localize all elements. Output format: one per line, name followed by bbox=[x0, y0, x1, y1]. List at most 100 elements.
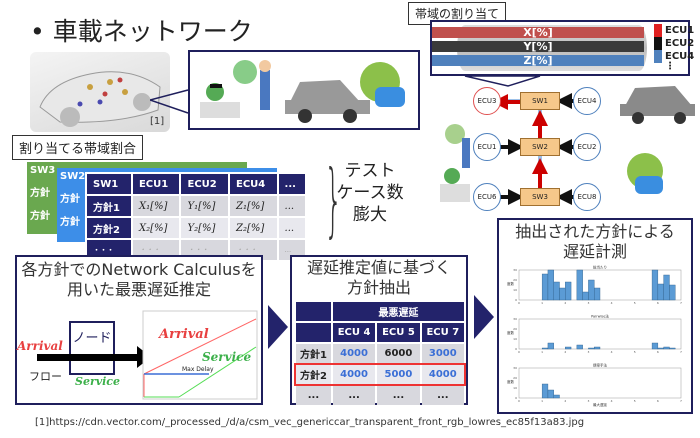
table-cell: 6000 bbox=[377, 344, 420, 363]
table-row: 方針2 X₂[%] Y₂[%] Z₂[%] ... bbox=[87, 218, 305, 238]
hist-bar bbox=[588, 279, 595, 301]
plot-service-label: Service bbox=[202, 350, 252, 364]
hist-bar bbox=[594, 346, 601, 350]
table-sw2-row: 方針 bbox=[60, 194, 80, 205]
hist-bar bbox=[651, 269, 659, 301]
legend-ecu2: ECU2 bbox=[654, 37, 694, 50]
legend-ecu1: ECU1 bbox=[654, 24, 694, 37]
table-cell: X₁[%] bbox=[132, 196, 180, 216]
hist-bar bbox=[657, 283, 664, 301]
x-tick-label: 0 bbox=[518, 301, 520, 305]
hist-bar bbox=[582, 291, 589, 301]
hist-bar bbox=[594, 287, 601, 301]
table-cell: Z₁[%] bbox=[230, 196, 277, 216]
x-tick-label: 0 bbox=[518, 350, 520, 354]
nc-title: 各方針でのNetwork Calculusを bbox=[21, 260, 257, 279]
flow-arrow-1-icon bbox=[268, 305, 288, 349]
y-tick-label: 10 bbox=[513, 288, 517, 292]
car-image bbox=[30, 52, 170, 132]
hist-bar bbox=[663, 274, 670, 301]
bandwidth-bar-ecu2: Y[%] bbox=[432, 41, 644, 52]
table-sw2-row: ・・・ bbox=[60, 240, 90, 251]
x-tick-label: 1 bbox=[541, 301, 543, 305]
table-sw2-header: SW2 bbox=[60, 171, 86, 182]
car-outline-icon bbox=[39, 71, 161, 127]
table-row: 方針1 X₁[%] Y₁[%] Z₁[%] ... bbox=[87, 196, 305, 216]
row-header: 方針1 bbox=[296, 344, 331, 363]
table-cell: 4000 bbox=[332, 365, 376, 384]
table-header-row: SW1 ECU1 ECU2 ECU4 ... bbox=[87, 174, 305, 194]
table-row-selected: 方針2 4000 5000 4000 bbox=[294, 363, 466, 386]
illustration-icon bbox=[200, 60, 405, 123]
x-tick-label: 6 bbox=[657, 399, 659, 403]
table-cell: 3000 bbox=[421, 344, 464, 363]
table-cell: 5000 bbox=[377, 365, 420, 384]
table-sw3-row: 方針 bbox=[30, 211, 50, 222]
hist-bar bbox=[663, 346, 670, 350]
bandwidth-bar-ecu1: X[%] bbox=[432, 27, 644, 38]
bandwidth-pipe-panel: X[%] Y[%] Z[%] ECU1 ECU2 ECU4 ⋮ bbox=[430, 20, 694, 76]
hist-bar bbox=[576, 344, 583, 350]
hist-bar bbox=[669, 347, 676, 350]
blank-header bbox=[296, 323, 331, 342]
ecu2-node: ECU2 bbox=[573, 133, 601, 161]
measure-title: 抽出された方針による bbox=[515, 222, 675, 241]
x-tick-label: 0 bbox=[518, 399, 520, 403]
y-tick-label: 30 bbox=[513, 366, 517, 370]
ecu1-node: ECU1 bbox=[473, 133, 501, 161]
y-tick-label: 0 bbox=[515, 298, 517, 302]
y-tick-label: 10 bbox=[513, 337, 517, 341]
use-case-illustration bbox=[188, 50, 420, 130]
testcase-text: 膨大 bbox=[353, 205, 387, 225]
flow-arrow-2-icon bbox=[474, 295, 494, 339]
table-cell: ... bbox=[377, 386, 420, 405]
y-tick-label: 30 bbox=[513, 268, 517, 272]
x-tick-label: 2 bbox=[564, 399, 566, 403]
nc-title: 用いた最悪遅延推定 bbox=[66, 280, 211, 299]
allocation-table-sw1: SW1 ECU1 ECU2 ECU4 ... 方針1 X₁[%] Y₁[%] Z… bbox=[85, 172, 307, 262]
testcase-text: ケース数 bbox=[336, 183, 404, 203]
hist-bar bbox=[565, 346, 572, 350]
column-header: ECU 7 bbox=[421, 323, 464, 342]
hist-ylabel: 度数 bbox=[507, 379, 515, 384]
y-tick-label: 0 bbox=[515, 347, 517, 351]
row-header: 方針1 bbox=[87, 196, 131, 216]
car-reference: [1] bbox=[150, 116, 165, 127]
hist-bar bbox=[559, 287, 566, 301]
x-tick-label: 4 bbox=[611, 301, 613, 305]
blank-header bbox=[296, 302, 331, 321]
y-tick-label: 10 bbox=[513, 386, 517, 390]
hist-bar bbox=[547, 342, 554, 350]
ecu6-node: ECU6 bbox=[473, 183, 501, 211]
x-tick-label: 2 bbox=[564, 301, 566, 305]
y-tick-label: 0 bbox=[515, 396, 517, 400]
column-header: ECU 4 bbox=[332, 323, 376, 342]
x-tick-label: 5 bbox=[634, 301, 636, 305]
service-curve bbox=[178, 346, 257, 398]
table-cell: X₂[%] bbox=[132, 218, 180, 238]
y-tick-label: 30 bbox=[513, 317, 517, 321]
hist-title: Pairwise法 bbox=[591, 314, 609, 319]
worst-delay-header: 最悪遅延 bbox=[332, 302, 464, 321]
table-sw2-row: 方針 bbox=[60, 217, 80, 228]
x-tick-label: 1 bbox=[541, 399, 543, 403]
hist-bar bbox=[588, 347, 595, 350]
brace-icon: } bbox=[324, 153, 343, 246]
hist-ylabel: 度数 bbox=[507, 281, 515, 286]
hist-ylabel: 度数 bbox=[507, 330, 515, 335]
bandwidth-label: 帯域の割り当て bbox=[408, 2, 507, 25]
service-label: Service bbox=[75, 375, 121, 388]
x-tick-label: 5 bbox=[634, 350, 636, 354]
row-header: ... bbox=[296, 386, 331, 405]
hist-title: 総当たり bbox=[593, 265, 607, 270]
plot-arrival-label: Arrival bbox=[159, 327, 209, 342]
x-tick-label: 4 bbox=[611, 399, 613, 403]
table-cell: 4000 bbox=[332, 344, 376, 363]
switch-sw1: SW1 bbox=[520, 92, 560, 110]
table-cell: 4000 bbox=[421, 365, 464, 384]
x-tick-label: 7 bbox=[680, 301, 682, 305]
table-cell: ... bbox=[421, 386, 464, 405]
row-header: 方針2 bbox=[296, 365, 331, 384]
bandwidth-bar-ecu4: Z[%] bbox=[432, 55, 644, 66]
